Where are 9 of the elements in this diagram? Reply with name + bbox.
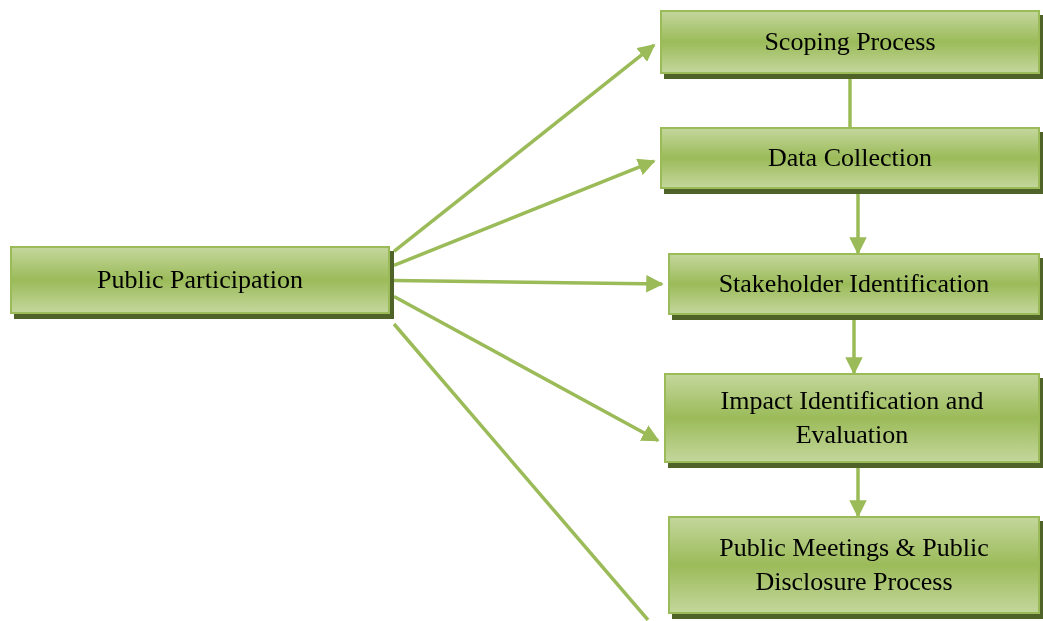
arrow <box>845 320 863 375</box>
arrow <box>393 275 664 293</box>
connector-line <box>392 322 650 621</box>
arrow <box>849 194 867 255</box>
arrow <box>849 468 867 518</box>
arrow <box>393 158 656 267</box>
arrow <box>392 43 656 253</box>
connector-line <box>848 79 852 127</box>
arrow <box>393 295 660 443</box>
